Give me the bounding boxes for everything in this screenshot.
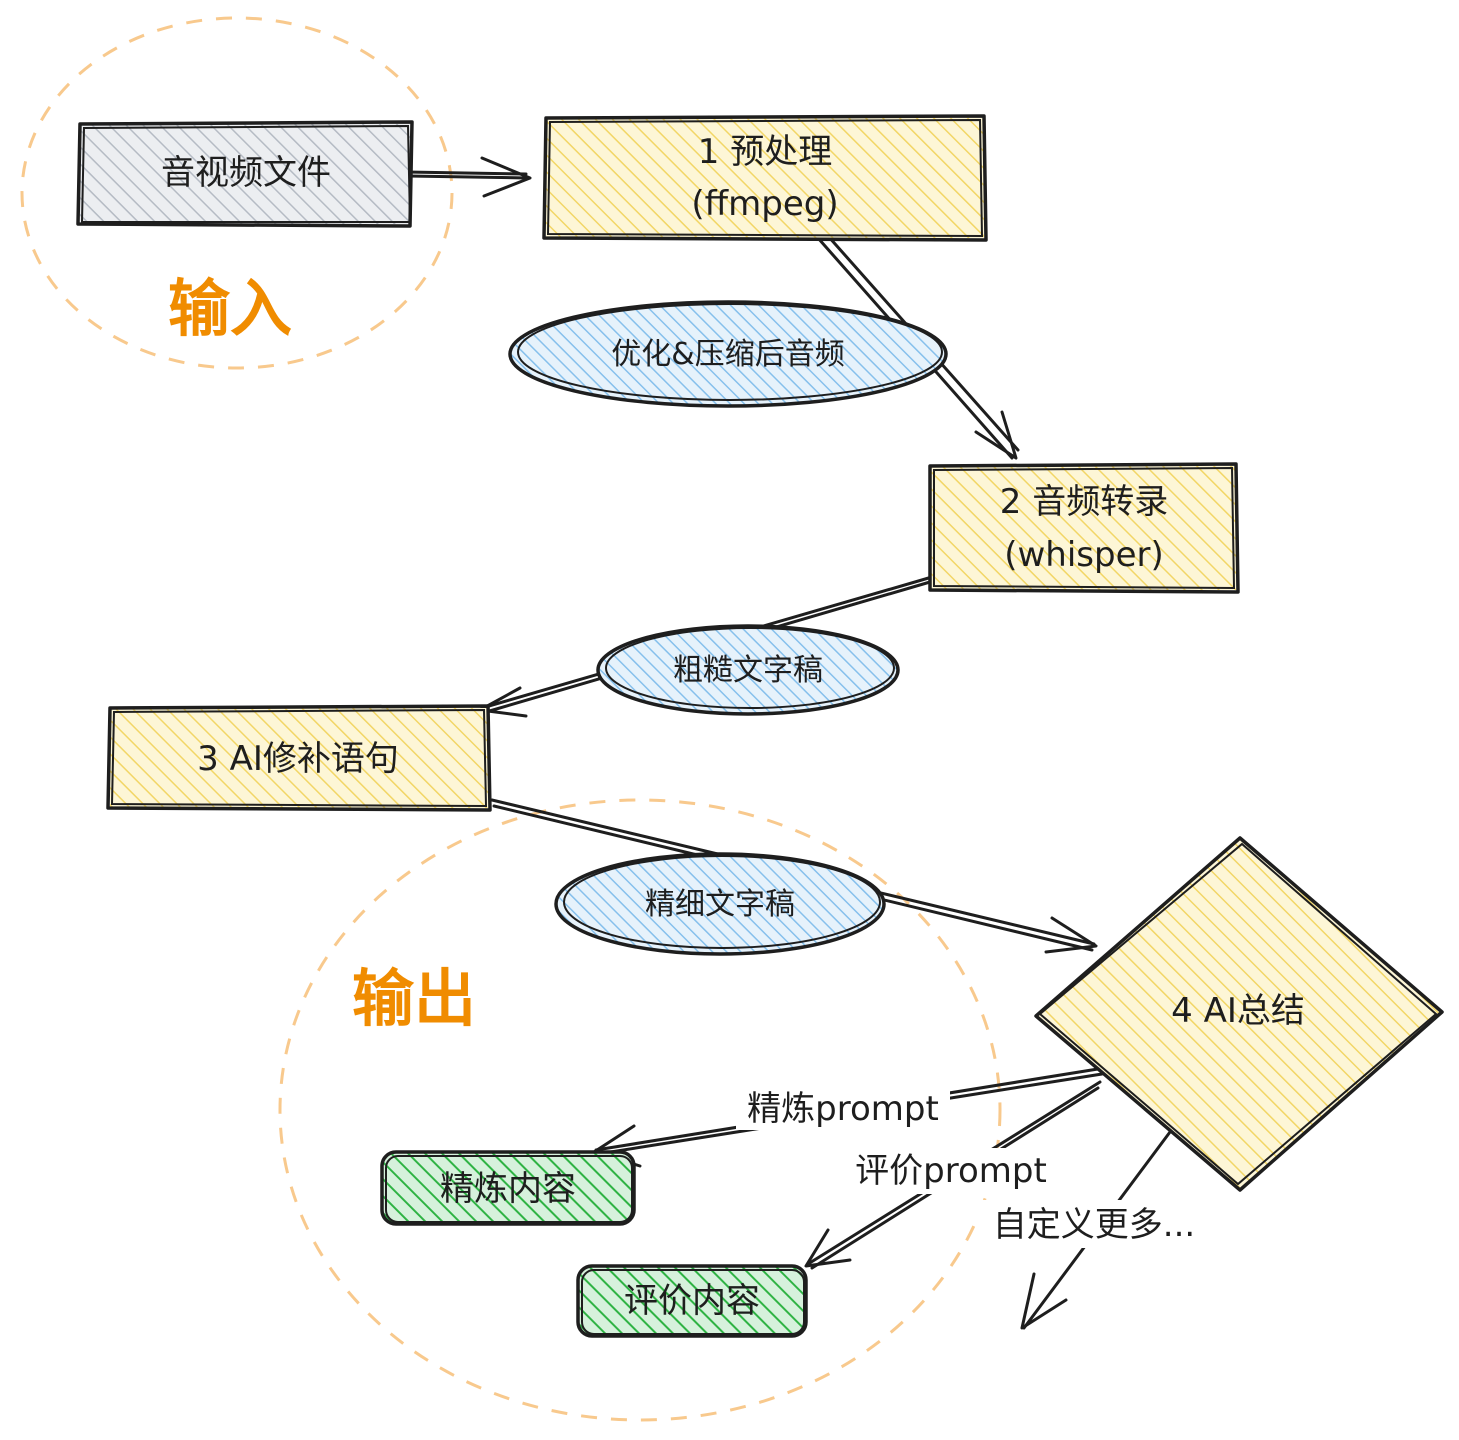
node-summary[interactable]: 4 AI总结 — [1034, 836, 1444, 1192]
node-source-label: 音视频文件 — [161, 153, 331, 193]
node-preprocess[interactable]: 1 预处理 (ffmpeg) — [542, 114, 988, 242]
input-group-circle — [20, 16, 454, 370]
artifact-fine-draft: 精细文字稿 — [554, 852, 886, 956]
node-repair-label: 3 AI修补语句 — [197, 739, 399, 779]
output-group-circle — [278, 798, 1002, 1422]
node-review-label: 评价内容 — [624, 1281, 760, 1321]
artifact-rough-draft: 粗糙文字稿 — [596, 624, 900, 716]
node-transcribe-line1: 2 音频转录 — [1000, 482, 1168, 522]
edge-label-refine-prompt-text: 精炼prompt — [747, 1089, 939, 1129]
node-transcribe[interactable]: 2 音频转录 (whisper) — [928, 462, 1240, 594]
output-group-label: 输出 — [352, 962, 476, 1035]
node-refined-label: 精炼内容 — [440, 1169, 576, 1209]
edge-label-custom-more-text: 自定义更多... — [993, 1205, 1195, 1245]
output-group: 输出 — [278, 798, 1002, 1422]
node-preprocess-line2: (ffmpeg) — [691, 184, 838, 224]
artifact-fine-draft-label: 精细文字稿 — [645, 887, 795, 922]
node-repair[interactable]: 3 AI修补语句 — [106, 704, 492, 812]
node-source[interactable]: 音视频文件 — [76, 120, 414, 228]
input-group-label: 输入 — [168, 272, 292, 345]
edge-label-review-prompt: 评价prompt — [846, 1148, 1056, 1194]
node-preprocess-line1: 1 预处理 — [698, 132, 832, 172]
node-refined[interactable]: 精炼内容 — [380, 1150, 636, 1226]
node-summary-label: 4 AI总结 — [1171, 991, 1305, 1031]
node-transcribe-line2: (whisper) — [1004, 535, 1164, 575]
edge-source-to-preprocess — [404, 156, 532, 198]
artifact-compressed-audio-label: 优化&压缩后音频 — [611, 337, 844, 372]
input-group: 输入 — [20, 16, 454, 370]
edge-label-custom-more: 自定义更多... — [978, 1200, 1210, 1248]
edge-label-refine-prompt: 精炼prompt — [736, 1084, 950, 1130]
edge-label-review-prompt-text: 评价prompt — [855, 1151, 1047, 1191]
artifact-rough-draft-label: 粗糙文字稿 — [673, 653, 823, 688]
artifact-compressed-audio: 优化&压缩后音频 — [508, 300, 948, 408]
node-review[interactable]: 评价内容 — [576, 1264, 808, 1338]
